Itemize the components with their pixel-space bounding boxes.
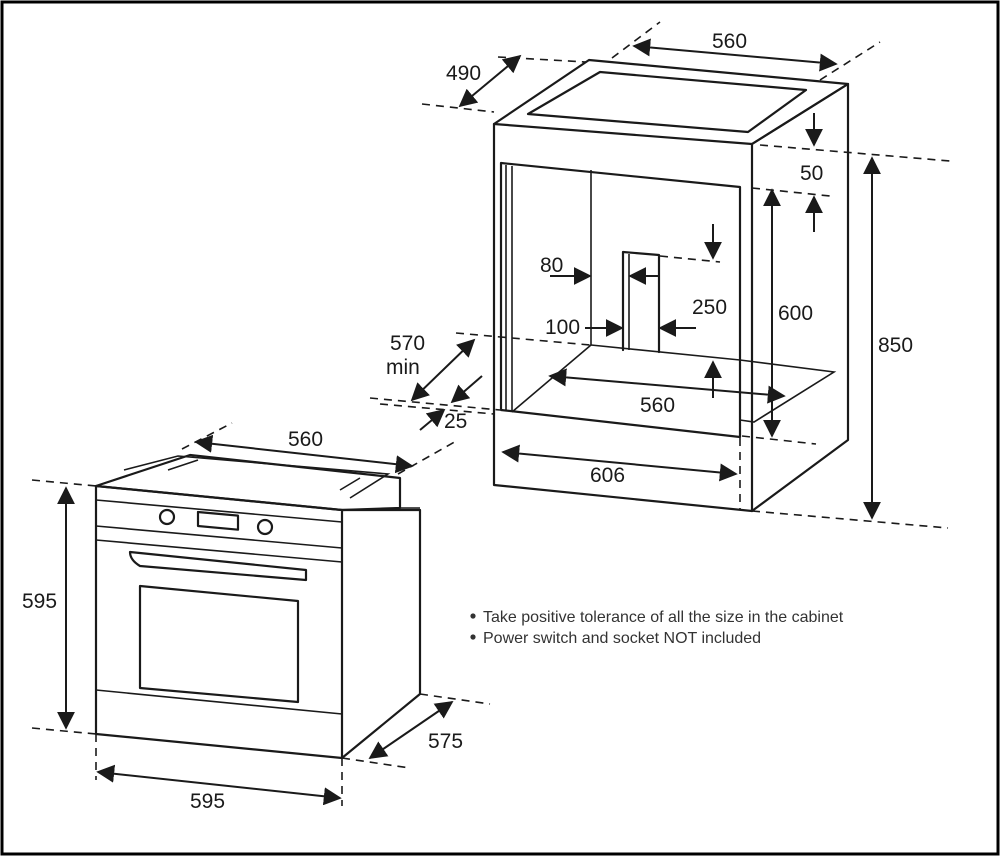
label-inner-depth: 570 <box>390 332 425 355</box>
cabinet-drawing <box>492 58 850 513</box>
label-top-gap: 50 <box>800 162 823 185</box>
cabinet-dimension-labels: 560 490 50 600 850 80 100 250 570 min 25… <box>386 30 913 487</box>
label-oven-width: 595 <box>190 790 225 813</box>
label-cabinet-bottom-width: 560 <box>640 394 675 417</box>
note-bullet <box>470 613 476 619</box>
oven-dimensions <box>31 422 491 806</box>
label-inner-depth-min: min <box>386 356 420 379</box>
note-bullet <box>470 634 476 640</box>
label-cabinet-outer-width: 606 <box>590 464 625 487</box>
label-oven-height: 595 <box>22 590 57 613</box>
label-front-gap: 25 <box>444 410 467 433</box>
label-cabinet-top-width: 560 <box>712 30 747 53</box>
label-oven-top-width: 560 <box>288 428 323 451</box>
label-total-height: 850 <box>878 334 913 357</box>
oven-drawing <box>94 453 422 760</box>
notes-list: Take positive tolerance of all the size … <box>470 609 844 647</box>
note-item: Take positive tolerance of all the size … <box>483 609 844 626</box>
label-cutout-height: 600 <box>778 302 813 325</box>
label-vent-height: 250 <box>692 296 727 319</box>
label-vent-width: 100 <box>545 316 580 339</box>
oven-dimension-labels: 560 595 575 595 <box>22 428 463 813</box>
label-vent-offset: 80 <box>540 254 563 277</box>
label-oven-depth: 575 <box>428 730 463 753</box>
label-cabinet-top-depth: 490 <box>446 62 481 85</box>
note-item: Power switch and socket NOT included <box>483 630 761 647</box>
cabinet-dimensions <box>369 21 951 529</box>
